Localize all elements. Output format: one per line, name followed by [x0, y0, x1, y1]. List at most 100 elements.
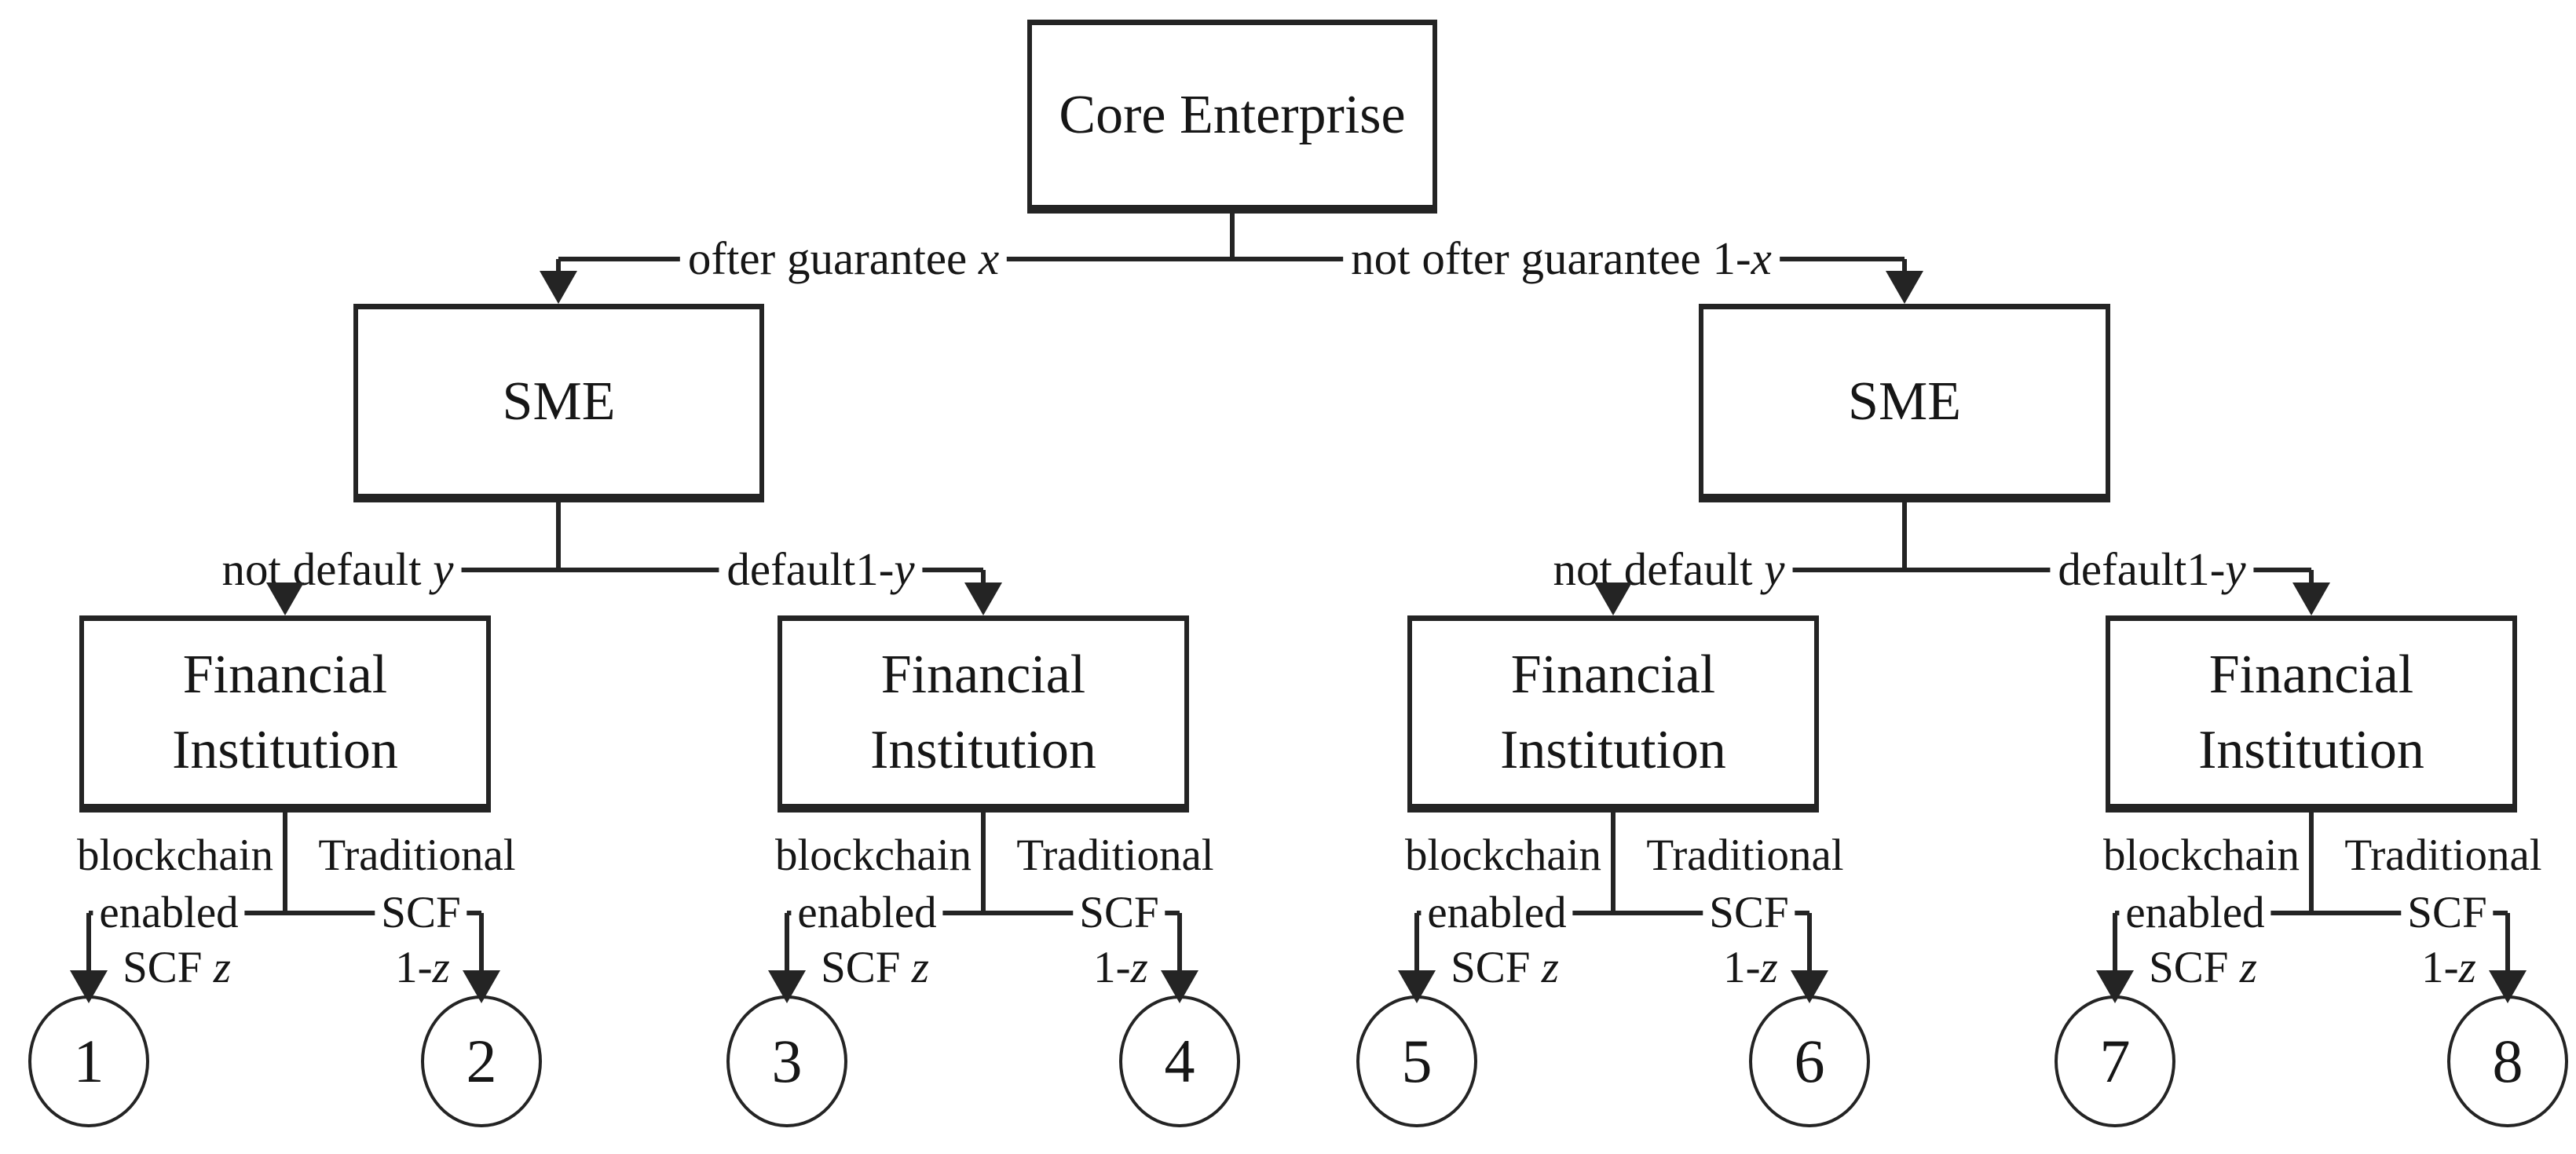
scf-left-row3-variable: z: [213, 943, 231, 993]
scf-right-elbow-line: [1177, 913, 1182, 976]
scf-left-row1: blockchain: [768, 832, 979, 879]
leaf-number: 2: [466, 1027, 497, 1095]
leaf-node-7: 7: [2055, 995, 2175, 1127]
default-right-variable: y: [2225, 543, 2246, 596]
sme-left-node: SME: [353, 304, 764, 502]
default-branch-line-left: [285, 568, 983, 572]
default-right-text: default1-: [2058, 543, 2226, 596]
scf-right-row1: Traditional: [2338, 832, 2549, 879]
guarantee-branch-line: [558, 257, 1905, 261]
arrow-down-icon: [2489, 970, 2527, 1003]
leaf-node-8: 8: [2447, 995, 2568, 1127]
arrow-down-icon: [70, 970, 108, 1003]
scf-left-row3-text: SCF: [2149, 943, 2240, 993]
leaf-node-5: 5: [1356, 995, 1477, 1127]
scf-left-row1: blockchain: [70, 832, 280, 879]
leaf-node-6: 6: [1749, 995, 1870, 1127]
scf-right-row3-variable: z: [1130, 943, 1148, 993]
fi-label-line1: Financial: [2208, 644, 2414, 705]
scf-left-elbow-line: [86, 913, 91, 976]
scf-left-row3-variable: z: [1541, 943, 1559, 993]
scf-right-row3-text: 1-: [1723, 943, 1761, 993]
guarantee-left-text: ofter guarantee: [687, 232, 979, 285]
leaf-number: 4: [1164, 1027, 1195, 1095]
scf-right-row2: SCF: [2401, 889, 2494, 937]
scf-left-row3: SCF z: [116, 944, 237, 991]
scf-right-row1: Traditional: [1010, 832, 1220, 879]
fi-label-line1: Financial: [1510, 644, 1716, 705]
scf-branch-line: [2115, 911, 2508, 915]
sme-right-node: SME: [1699, 304, 2110, 502]
leaf-number: 8: [2492, 1027, 2523, 1095]
root-stub-line: [1230, 214, 1235, 261]
leaf-node-1: 1: [28, 995, 149, 1127]
scf-left-row3-text: SCF: [1451, 943, 1542, 993]
scf-left-row3-text: SCF: [123, 943, 214, 993]
fi-stub-line: [283, 813, 287, 915]
arrow-down-icon: [1594, 582, 1632, 615]
scf-left-row3: SCF z: [814, 944, 935, 991]
scf-left-elbow-line: [2113, 913, 2117, 976]
scf-right-row2: SCF: [375, 889, 467, 937]
default-left-label: not default y: [214, 543, 462, 596]
scf-right-row3: 1-z: [389, 944, 456, 991]
scf-left-elbow-line: [785, 913, 789, 976]
default-left-variable: y: [433, 543, 454, 596]
default-right-label: default1-y: [719, 543, 923, 596]
guarantee-left-variable: x: [978, 232, 1000, 285]
scf-right-row3: 1-z: [1717, 944, 1784, 991]
arrow-down-icon: [2292, 582, 2330, 615]
arrow-down-icon: [1161, 970, 1198, 1003]
arrow-down-icon: [1886, 271, 1923, 304]
scf-right-row3: 1-z: [1087, 944, 1154, 991]
fi-label-line2: Institution: [1500, 719, 1726, 780]
arrow-down-icon: [768, 970, 806, 1003]
default-branch-line-right: [1613, 568, 2311, 572]
scf-branch-line: [1417, 911, 1809, 915]
default-left-text: not default: [1553, 543, 1765, 596]
guarantee-left-label: ofter guarantee x: [679, 232, 1008, 285]
scf-left-row3-variable: z: [2239, 943, 2257, 993]
scf-left-row2: enabled: [791, 889, 943, 937]
leaf-node-3: 3: [726, 995, 847, 1127]
arrow-down-icon: [540, 271, 577, 304]
scf-right-row3-text: 1-: [1093, 943, 1131, 993]
default-right-label: default1-y: [2050, 543, 2254, 596]
core-enterprise-node: Core Enterprise: [1027, 20, 1437, 214]
scf-right-row3-variable: z: [2458, 943, 2476, 993]
fi-label-line2: Institution: [172, 719, 398, 780]
arrow-down-icon: [266, 582, 304, 615]
leaf-node-4: 4: [1119, 995, 1240, 1127]
leaf-number: 5: [1401, 1027, 1433, 1095]
default-left-text: not default: [221, 543, 434, 596]
scf-left-row3-variable: z: [911, 943, 929, 993]
scf-right-elbow-line: [2505, 913, 2510, 976]
guarantee-right-text: not ofter guarantee 1-: [1351, 232, 1751, 285]
default-right-elbow-line: [2309, 570, 2314, 590]
scf-right-row1: Traditional: [1640, 832, 1850, 879]
default-right-text: default1-: [726, 543, 895, 596]
scf-right-elbow-line: [1807, 913, 1812, 976]
scf-right-row3-text: 1-: [2421, 943, 2459, 993]
scf-right-row2: SCF: [1073, 889, 1165, 937]
fi-label-line2: Institution: [2198, 719, 2424, 780]
scf-branch-line: [787, 911, 1180, 915]
scf-right-row3-variable: z: [1760, 943, 1778, 993]
core-enterprise-label: Core Enterprise: [1059, 84, 1406, 145]
scf-right-row3-variable: z: [432, 943, 450, 993]
arrow-down-icon: [1791, 970, 1828, 1003]
scf-left-row3-text: SCF: [821, 943, 912, 993]
guarantee-right-variable: x: [1751, 232, 1772, 285]
leaf-number: 3: [771, 1027, 803, 1095]
scf-left-row2: enabled: [2119, 889, 2271, 937]
scf-branch-line: [89, 911, 481, 915]
guarantee-right-label: not ofter guarantee 1-x: [1343, 232, 1780, 285]
